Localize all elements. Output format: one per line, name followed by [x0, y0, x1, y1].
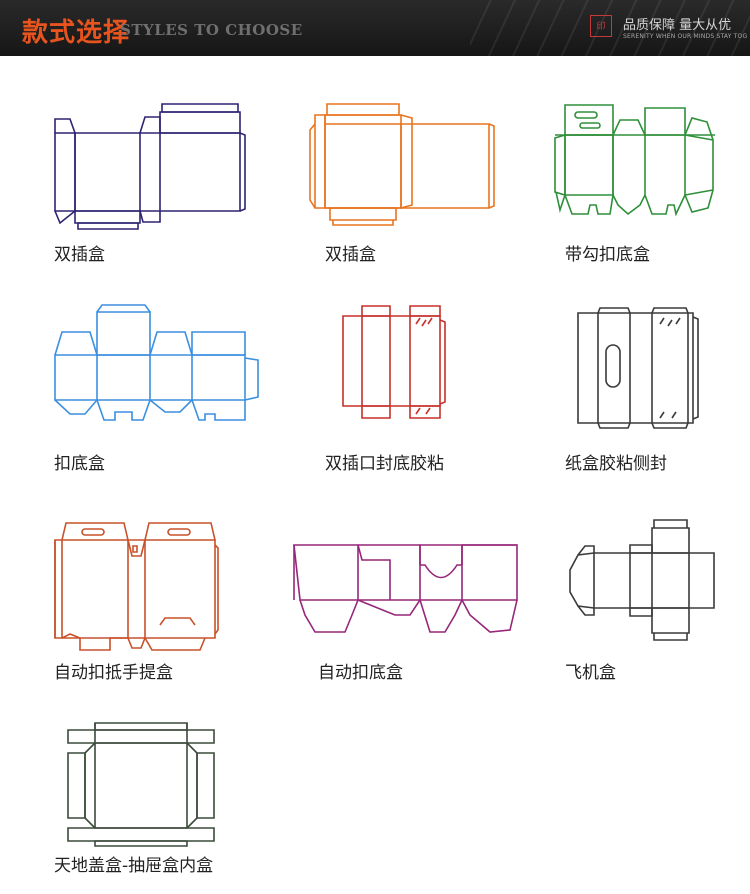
style-label-9: 飞机盒 [565, 663, 616, 683]
style-label-10: 天地盖盒-抽屉盒内盒 [54, 856, 214, 876]
style-label-7: 自动扣抵手提盒 [54, 663, 173, 683]
style-label-3: 带勾扣底盒 [565, 245, 650, 265]
brand-seal-icon: 印 [590, 15, 612, 37]
section-title: 款式选择 [22, 18, 131, 48]
style-label-8: 自动扣底盒 [318, 663, 403, 683]
section-subtitle: STYLES TO CHOOSE [120, 21, 303, 39]
header-banner: 款式选择 STYLES TO CHOOSE 印 品质保障 量大从优 SERENI… [0, 0, 750, 56]
style-label-5: 双插口封底胶粘 [325, 454, 444, 474]
style-label-1: 双插盒 [54, 245, 105, 265]
style-label-6: 纸盒胶粘侧封 [565, 454, 667, 474]
slogan: 品质保障 量大从优 [623, 18, 732, 33]
style-label-4: 扣底盒 [54, 454, 105, 474]
style-label-2: 双插盒 [325, 245, 376, 265]
slogan-english: SERENITY WHEN OUR MINDS STAY TOG [623, 33, 748, 40]
decorative-stripes [470, 0, 750, 56]
